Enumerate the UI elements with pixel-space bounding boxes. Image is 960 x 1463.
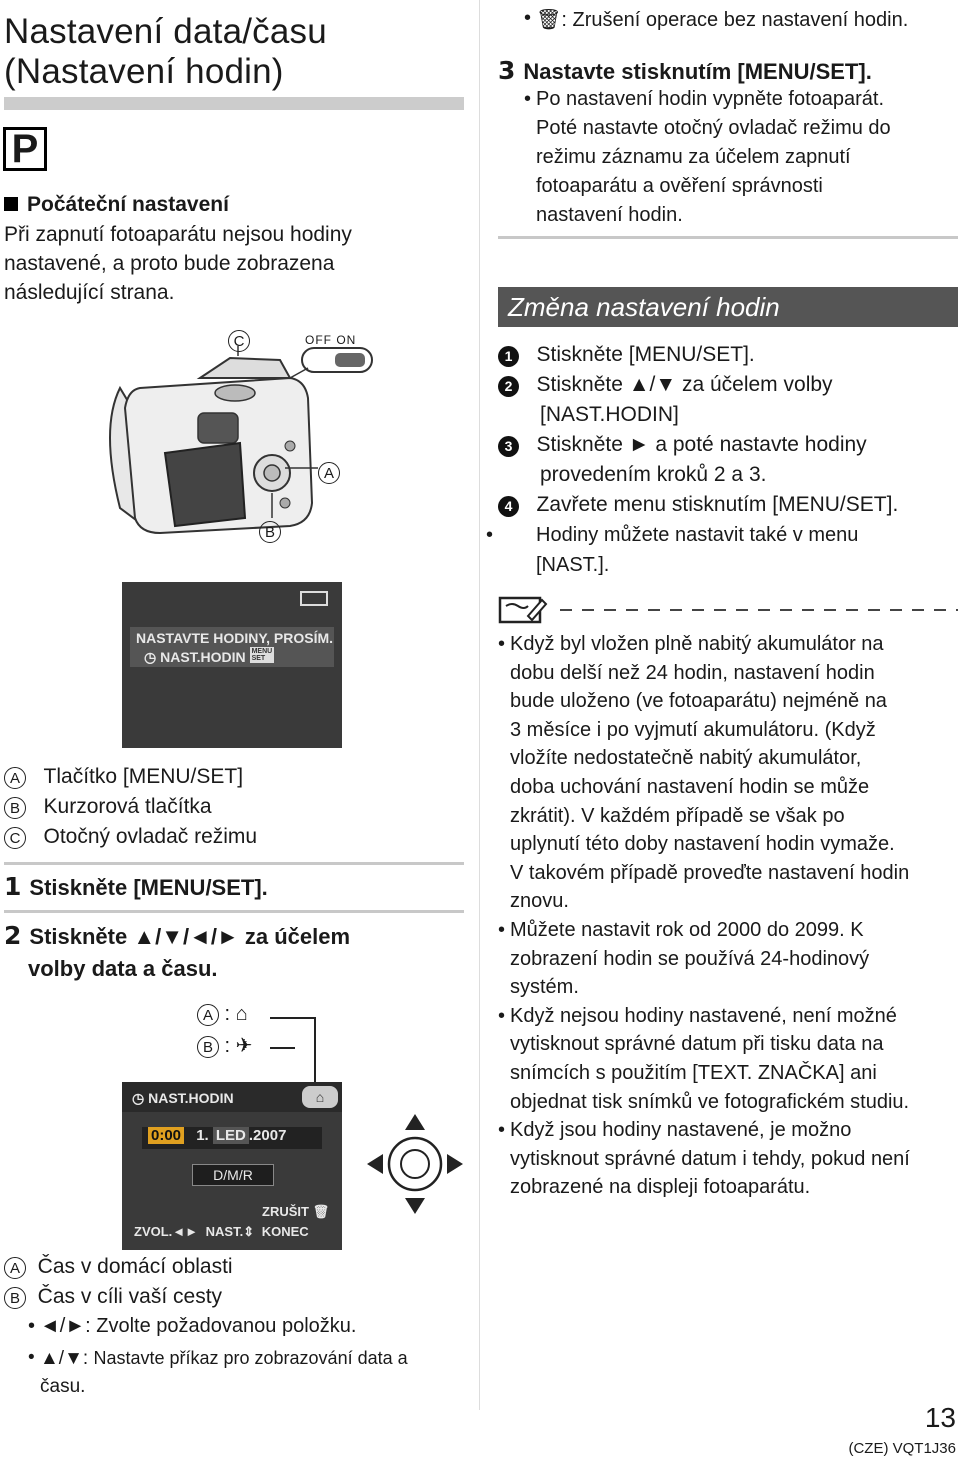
home-icon: ⌂	[235, 1003, 248, 1025]
camera-label-b: B	[259, 521, 281, 543]
camera-illustration	[109, 346, 373, 535]
legend2-item-b: B Čas v cíli vaší cesty	[4, 1282, 233, 1312]
note-1: Když byl vložen plně nabitý akumulátor n…	[510, 633, 910, 913]
lcd-screen-clock-set: ◷ NAST.HODIN ⌂ 0:00 1. LED.2007 D/M/R ZR…	[122, 1082, 342, 1250]
change-step-4: 4 Zavřete menu stisknutím [MENU/SET].	[498, 490, 898, 520]
up-down-arrows-icon: ⇕	[243, 1224, 255, 1239]
lcd2-title: ◷ NAST.HODIN	[132, 1090, 234, 1106]
black-square-icon	[4, 197, 18, 211]
note-3: Když nejsou hodiny nastavené, není možné…	[510, 1004, 910, 1113]
lcd-message-box: NASTAVTE HODINY, PROSÍM. ◷ NAST.HODIN ME…	[130, 627, 334, 667]
note-2: Můžete nastavit rok od 2000 do 2099. K z…	[510, 918, 870, 999]
page-number: 13	[924, 1402, 956, 1433]
notes-list: Když byl vložen plně nabitý akumulátor n…	[510, 630, 910, 1202]
trash-icon: 🗑	[312, 1204, 330, 1219]
lcd2-footer: ZVOL.◄► NAST.⇕ KONEC	[134, 1224, 309, 1239]
column-divider	[479, 0, 480, 1410]
legend-2: A Čas v domácí oblasti B Čas v cíli vaší…	[4, 1252, 233, 1312]
page-title: Nastavení data/času (Nastavení hodin)	[4, 12, 327, 92]
bullet-left-right: ◄/►: Zvolte požadovanou položku.	[40, 1315, 357, 1337]
step-rule-2	[4, 910, 464, 913]
left-right-arrows-icon: ◄►	[172, 1224, 199, 1239]
page-code: (CZE) VQT1J36	[848, 1440, 956, 1457]
callout-home: A : ⌂	[197, 1003, 248, 1026]
battery-icon	[300, 591, 328, 606]
clock-icon: ◷	[132, 1090, 149, 1106]
lcd-message-line1: NASTAVTE HODINY, PROSÍM.	[136, 630, 334, 646]
clock-icon: ◷	[144, 649, 161, 665]
initial-setting-text: Při zapnutí fotoaparátu nejsou hodiny na…	[4, 223, 352, 304]
step-3-notes: Po nastavení hodin vypněte fotoaparát. P…	[536, 88, 891, 226]
airplane-icon: ✈	[235, 1035, 253, 1057]
bullet-up-down: ▲/▼: Nastavte příkaz pro zobrazování dat…	[40, 1348, 408, 1397]
title-line-1: Nastavení data/času	[4, 12, 327, 51]
trash-icon: 🗑	[536, 9, 562, 31]
memo-icon	[498, 596, 958, 624]
home-icon: ⌂	[302, 1086, 338, 1108]
program-mode-badge: P	[3, 127, 47, 171]
step-rule-1	[4, 862, 464, 865]
title-line-2: (Nastavení hodin)	[4, 52, 284, 91]
change-clock-steps: 1 Stiskněte [MENU/SET]. 2 Stiskněte ▲/▼ …	[498, 340, 898, 580]
change-step-2: 2 Stiskněte ▲/▼ za účelem volby	[498, 370, 898, 400]
callout-travel: B : ✈	[197, 1033, 252, 1058]
legend2-item-a: A Čas v domácí oblasti	[4, 1252, 233, 1282]
cancel-note: 🗑: Zrušení operace bez nastavení hodin.	[536, 9, 909, 31]
title-rule	[4, 97, 464, 110]
change-step-3: 3 Stiskněte ► a poté nastavte hodiny	[498, 430, 898, 460]
change-step-1: 1 Stiskněte [MENU/SET].	[498, 340, 898, 370]
initial-setting-heading: Počáteční nastavení	[4, 193, 229, 217]
lcd2-date-row: 0:00 1. LED.2007	[142, 1127, 322, 1149]
camera-label-c: C	[228, 330, 250, 352]
legend-item-b: B Kurzorová tlačítka	[4, 792, 257, 822]
lcd-screen-set-clock: NASTAVTE HODINY, PROSÍM. ◷ NAST.HODIN ME…	[122, 582, 342, 748]
legend-1: A Tlačítko [MENU/SET] B Kurzorová tlačít…	[4, 762, 257, 852]
power-switch-label: OFF ON	[305, 333, 357, 347]
right-rule	[498, 236, 958, 239]
camera-label-a: A	[318, 462, 340, 484]
callout-lines	[270, 1017, 316, 1090]
lcd2-cancel: ZRUŠIT 🗑	[262, 1204, 330, 1219]
note-4: Když jsou hodiny nastavené, je možno vyt…	[510, 1119, 910, 1199]
cursor-pad-icon	[367, 1114, 463, 1214]
change-clock-banner: Změna nastavení hodin	[498, 287, 958, 327]
legend-item-c: C Otočný ovladač režimu	[4, 822, 257, 852]
legend-item-a: A Tlačítko [MENU/SET]	[4, 762, 257, 792]
lcd2-format: D/M/R	[192, 1164, 274, 1186]
